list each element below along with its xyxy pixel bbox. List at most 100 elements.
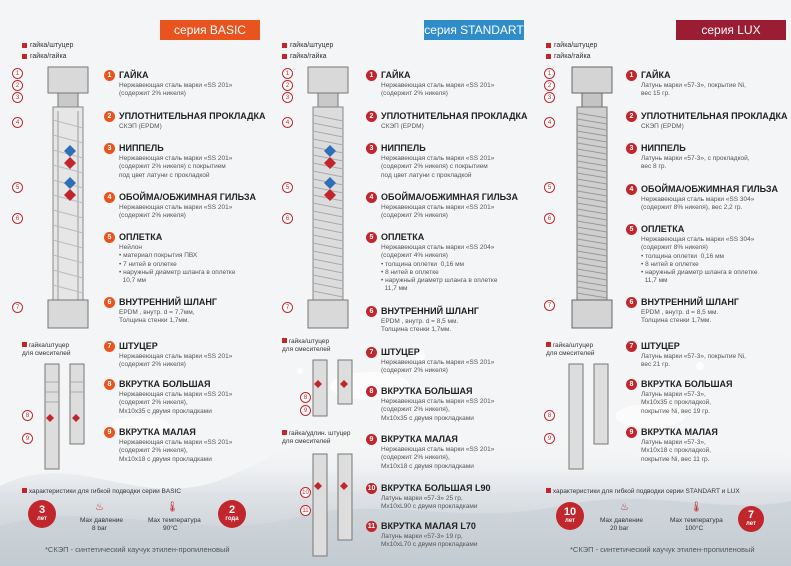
item-title: УПЛОТНИТЕЛЬНАЯ ПРОКЛАДКА: [381, 111, 528, 121]
callout-7: 7: [282, 302, 293, 313]
item-desc: Латунь марки «57-3», покрытие Ni, вес 15…: [641, 82, 746, 98]
thermometer-icon: 🌡: [690, 502, 703, 513]
pressure-value: 8 bar: [92, 525, 107, 532]
item-title: ВКРУТКА БОЛЬШАЯ: [641, 379, 733, 389]
column-lux: серия LUX гайка/штуцер гайка/гайка 1 2 3…: [528, 0, 791, 566]
item-desc: Латунь марки «57-3», покрытие Ni, вес 21…: [641, 353, 746, 369]
item-title: ОБОЙМА/ОБЖИМНАЯ ГИЛЬЗА: [641, 184, 779, 194]
callout-4: 4: [12, 117, 23, 128]
callout-1: 1: [544, 68, 555, 79]
callout-2: 2: [544, 80, 555, 91]
column-basic: серия BASIC гайка/штуцер гайка/гайка 1 2…: [0, 0, 264, 566]
item-number: 4: [626, 184, 637, 195]
item-title: ШТУЦЕР: [641, 341, 680, 351]
mixer-caption: гайка/штуцер для смесителей: [546, 342, 595, 357]
long-fitting-caption: гайка/удлин. штуцер для смесителей: [282, 430, 351, 445]
item-desc: Латунь марки «57-3» 25 гр, Мх10хL90 с дв…: [381, 495, 478, 511]
item-desc: Нержавеющая сталь марки «SS 201» (содерж…: [381, 359, 495, 375]
item-title: НИППЕЛЬ: [641, 143, 686, 153]
item-title: ВНУТРЕННИЙ ШЛАНГ: [381, 306, 479, 316]
item-number: 8: [626, 379, 637, 390]
item-number: 4: [366, 192, 377, 203]
item-title: ВКРУТКА БОЛЬШАЯ: [119, 379, 211, 389]
callout-4: 4: [544, 117, 555, 128]
series-header-basic: серия BASIC: [160, 20, 260, 40]
footnote-lux: *СКЭП - синтетический каучук этилен-проп…: [570, 545, 755, 554]
mixer-fitting-drawing: [568, 363, 609, 470]
callout-7: 7: [544, 300, 555, 311]
item-desc: Нержавеющая сталь марки «SS 201» (содерж…: [381, 155, 495, 179]
pressure-value: 20 bar: [610, 525, 629, 532]
item-number: 2: [626, 111, 637, 122]
item-number: 7: [366, 347, 377, 358]
callout-8: 8: [22, 410, 33, 421]
temperature-label: Max температура: [670, 517, 723, 524]
item-title: ОПЛЕТКА: [641, 224, 685, 234]
callout-2: 2: [12, 80, 23, 91]
characteristics-caption-lux: характеристики для гибкой подводки серии…: [546, 488, 740, 495]
callout-3: 3: [544, 92, 555, 103]
hose-drawing: [47, 66, 89, 329]
item-number: 11: [366, 521, 377, 532]
item-title: ВКРУТКА МАЛАЯ: [641, 427, 718, 437]
item-title: УПЛОТНИТЕЛЬНАЯ ПРОКЛАДКА: [119, 111, 266, 121]
callout-10: 10: [300, 487, 311, 498]
item-number: 7: [626, 341, 637, 352]
item-number: 8: [104, 379, 115, 390]
footnote-basic: *СКЭП - синтетический каучук этилен-проп…: [45, 545, 230, 554]
item-number: 3: [366, 143, 377, 154]
item-desc: СКЭП (EPDM): [641, 123, 684, 130]
item-number: 1: [366, 70, 377, 81]
item-number: 10: [366, 483, 377, 494]
series-header-lux: серия LUX: [676, 20, 786, 40]
item-desc: Нержавеющая сталь марки «SS 304» (содерж…: [641, 236, 758, 285]
item-desc: Нержавеющая сталь марки «SS 201» (содерж…: [381, 398, 495, 422]
legend-nut-fitting: гайка/штуцер: [282, 42, 333, 49]
item-desc: Нержавеющая сталь марки «SS 201» (содерж…: [381, 82, 495, 98]
item-desc: Нейлон • материал покрытия ПВХ • 7 нитей…: [119, 244, 236, 285]
callout-1: 1: [282, 68, 293, 79]
item-title: ОПЛЕТКА: [381, 232, 425, 242]
mixer-caption: гайка/штуцер для смесителей: [22, 342, 71, 357]
temperature-value: 100°C: [685, 525, 704, 532]
item-title: ШТУЦЕР: [381, 347, 420, 357]
item-number: 8: [366, 386, 377, 397]
callout-2: 2: [282, 80, 293, 91]
item-desc: Нержавеющая сталь марки «SS 201» (содерж…: [119, 155, 233, 179]
item-title: ГАЙКА: [381, 70, 411, 80]
item-title: НИППЕЛЬ: [381, 143, 426, 153]
item-title: ВКРУТКА БОЛЬШАЯ L90: [381, 483, 491, 493]
callout-3: 3: [282, 92, 293, 103]
callout-9: 9: [300, 405, 311, 416]
temperature-label: Max температура: [148, 517, 201, 524]
item-number: 9: [366, 434, 377, 445]
item-desc: Нержавеющая сталь марки «SS 201» (содерж…: [381, 204, 495, 220]
pressure-label: Max давление: [600, 517, 644, 524]
item-number: 4: [104, 192, 115, 203]
item-desc: Нержавеющая сталь марки «SS 201» (содерж…: [119, 439, 233, 463]
item-desc: Латунь марки «57-3» 19 гр, Мх10хL70 с дв…: [381, 533, 478, 549]
item-desc: EPDM , внутр. d = 8,5 мм. Толщина стенки…: [381, 318, 459, 334]
item-number: 2: [366, 111, 377, 122]
callout-6: 6: [12, 213, 23, 224]
item-number: 3: [104, 143, 115, 154]
item-title: УПЛОТНИТЕЛЬНАЯ ПРОКЛАДКА: [641, 111, 788, 121]
callout-5: 5: [544, 182, 555, 193]
item-desc: Нержавеющая сталь марки «SS 201» (содерж…: [381, 446, 495, 470]
legend-nut-fitting: гайка/штуцер: [546, 42, 597, 49]
callout-6: 6: [282, 213, 293, 224]
callout-11: 11: [300, 505, 311, 516]
callout-6: 6: [544, 213, 555, 224]
item-title: ВНУТРЕННИЙ ШЛАНГ: [119, 297, 217, 307]
legend-nut-nut: гайка/гайка: [282, 53, 327, 60]
item-title: ОПЛЕТКА: [119, 232, 163, 242]
item-title: ГАЙКА: [641, 70, 671, 80]
item-desc: СКЭП (EPDM): [119, 123, 162, 130]
item-title: ВКРУТКА МАЛАЯ L70: [381, 521, 476, 531]
item-title: ШТУЦЕР: [119, 341, 158, 351]
temperature-value: 90°C: [163, 525, 178, 532]
item-title: ВНУТРЕННИЙ ШЛАНГ: [641, 297, 739, 307]
